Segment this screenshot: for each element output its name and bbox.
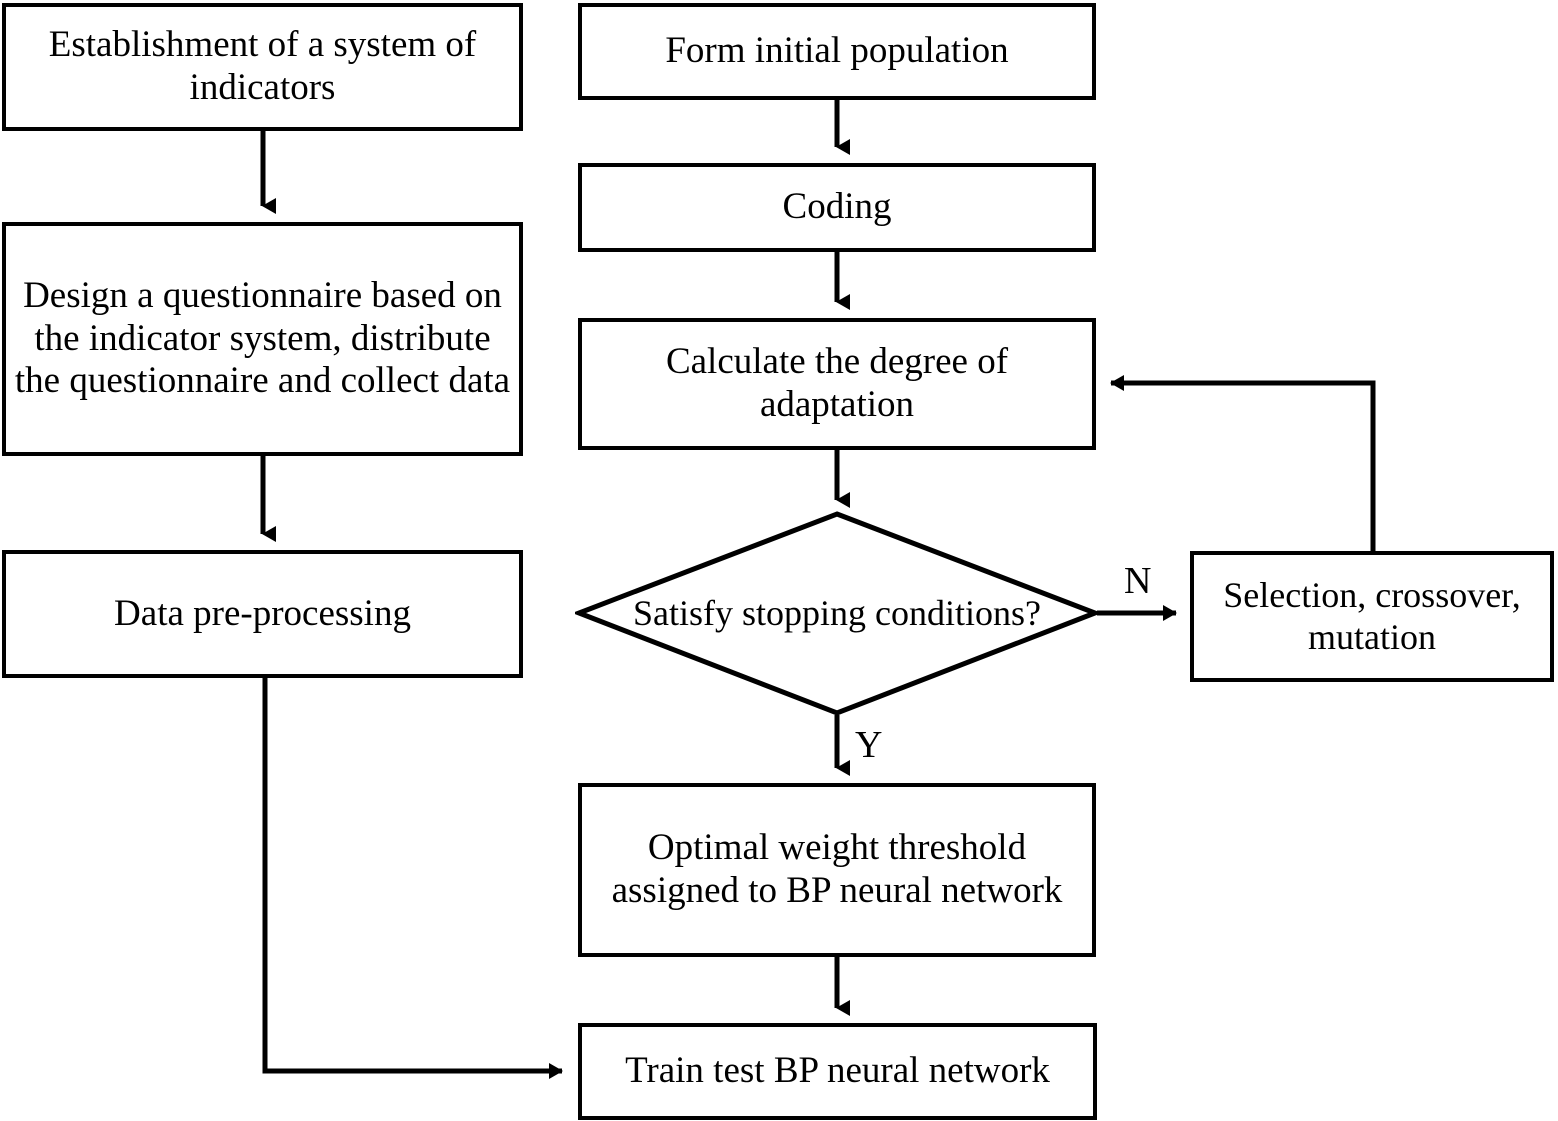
node-data-pre-processing[interactable]: Data pre-processing [2, 550, 523, 678]
node-optimal-weight-threshold-label: Optimal weight threshold assigned to BP … [611, 827, 1063, 911]
node-design-questionnaire-label: Design a questionnaire based on the indi… [14, 274, 511, 402]
edge-preprocessing-to-train [262, 678, 563, 1079]
node-establishment-of-indicators[interactable]: Establishment of a system of indicators [2, 3, 523, 131]
edge-label-no-text: N [1124, 560, 1152, 602]
edge-label-yes-text: Y [855, 724, 883, 766]
node-selection-crossover-mutation[interactable]: Selection, crossover, mutation [1190, 551, 1554, 682]
node-optimal-weight-threshold[interactable]: Optimal weight threshold assigned to BP … [578, 783, 1096, 957]
node-train-test-bp-neural-network[interactable]: Train test BP neural network [578, 1023, 1097, 1120]
node-data-pre-processing-label: Data pre-processing [114, 592, 411, 634]
decision-diamond-shape [572, 511, 1102, 716]
edge-label-no: N [1124, 562, 1151, 600]
node-calculate-degree-of-adaptation[interactable]: Calculate the degree of adaptation [578, 318, 1096, 450]
node-calculate-degree-of-adaptation-label: Calculate the degree of adaptation [665, 341, 1009, 425]
node-train-test-bp-neural-network-label: Train test BP neural network [625, 1050, 1050, 1092]
edge-label-yes: Y [855, 726, 882, 764]
node-establishment-of-indicators-label: Establishment of a system of indicators [48, 24, 477, 108]
node-satisfy-stopping-conditions[interactable]: Satisfy stopping conditions? [572, 510, 1102, 717]
node-selection-crossover-mutation-label: Selection, crossover, mutation [1223, 574, 1521, 657]
node-form-initial-population[interactable]: Form initial population [578, 3, 1096, 100]
node-coding-label: Coding [782, 186, 892, 228]
node-coding[interactable]: Coding [578, 163, 1096, 252]
edge-selection-to-calculate-feedback [1110, 375, 1376, 551]
node-form-initial-population-label: Form initial population [665, 30, 1009, 72]
node-design-questionnaire[interactable]: Design a questionnaire based on the indi… [2, 222, 523, 456]
